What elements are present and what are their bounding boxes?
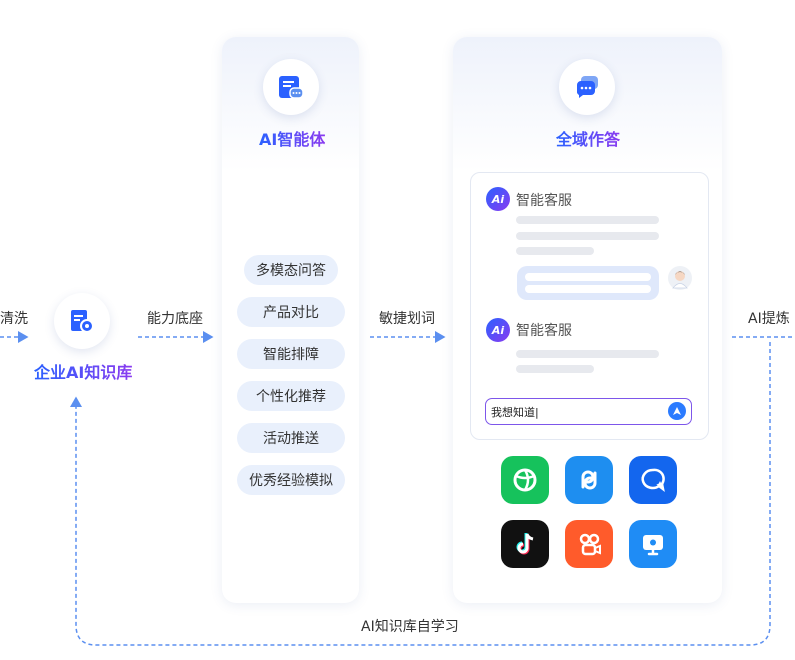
bot-avatar-icon: Ai xyxy=(486,318,510,342)
agent-title: AI智能体 xyxy=(259,126,325,150)
chat-input-value: 我想知道 xyxy=(491,406,535,419)
user-message-bubble xyxy=(517,266,659,300)
chat-bubbles-icon xyxy=(559,59,615,115)
bot-name-1: 智能客服 xyxy=(516,193,572,209)
channel-blue-link-icon[interactable] xyxy=(565,456,613,504)
channel-chat-sparkle-icon[interactable] xyxy=(629,456,677,504)
channel-green-icon[interactable] xyxy=(501,456,549,504)
kb-title: 企业AI知识库 xyxy=(34,359,132,383)
agent-chat-icon xyxy=(263,59,319,115)
bot-avatar-icon: Ai xyxy=(486,187,510,211)
label-keyword-select: 敏捷划词 xyxy=(377,308,437,328)
label-self-learning: AI知识库自学习 xyxy=(357,616,463,636)
label-cleaning: 清洗 xyxy=(0,308,30,328)
label-ai-extract: AI提炼 xyxy=(746,308,792,328)
send-arrow-icon xyxy=(673,407,681,415)
bot-message-line xyxy=(516,350,659,358)
channel-tiktok-icon[interactable] xyxy=(501,520,549,568)
agent-item-campaign-push[interactable]: 活动推送 xyxy=(237,423,345,453)
bot-message-line xyxy=(516,232,659,240)
label-capability-base: 能力底座 xyxy=(145,308,205,328)
bot-message-line xyxy=(516,247,594,255)
agent-item-multimodal-qa[interactable]: 多模态问答 xyxy=(244,255,338,285)
channel-screen-icon[interactable] xyxy=(629,520,677,568)
channel-kuaishou-icon[interactable] xyxy=(565,520,613,568)
agent-item-troubleshoot[interactable]: 智能排障 xyxy=(237,339,345,369)
bot-name-2: 智能客服 xyxy=(516,323,572,339)
agent-item-recommend[interactable]: 个性化推荐 xyxy=(237,381,345,411)
agent-item-product-compare[interactable]: 产品对比 xyxy=(237,297,345,327)
agent-item-experience-sim[interactable]: 优秀经验模拟 xyxy=(237,465,345,495)
answer-title: 全域作答 xyxy=(556,126,620,150)
user-avatar-icon xyxy=(668,266,692,290)
bot-message-line xyxy=(516,365,594,373)
knowledge-base-icon xyxy=(54,293,110,349)
chat-input[interactable]: 我想知道| xyxy=(485,398,692,425)
bot-message-line xyxy=(516,216,659,224)
send-button[interactable] xyxy=(668,402,686,420)
